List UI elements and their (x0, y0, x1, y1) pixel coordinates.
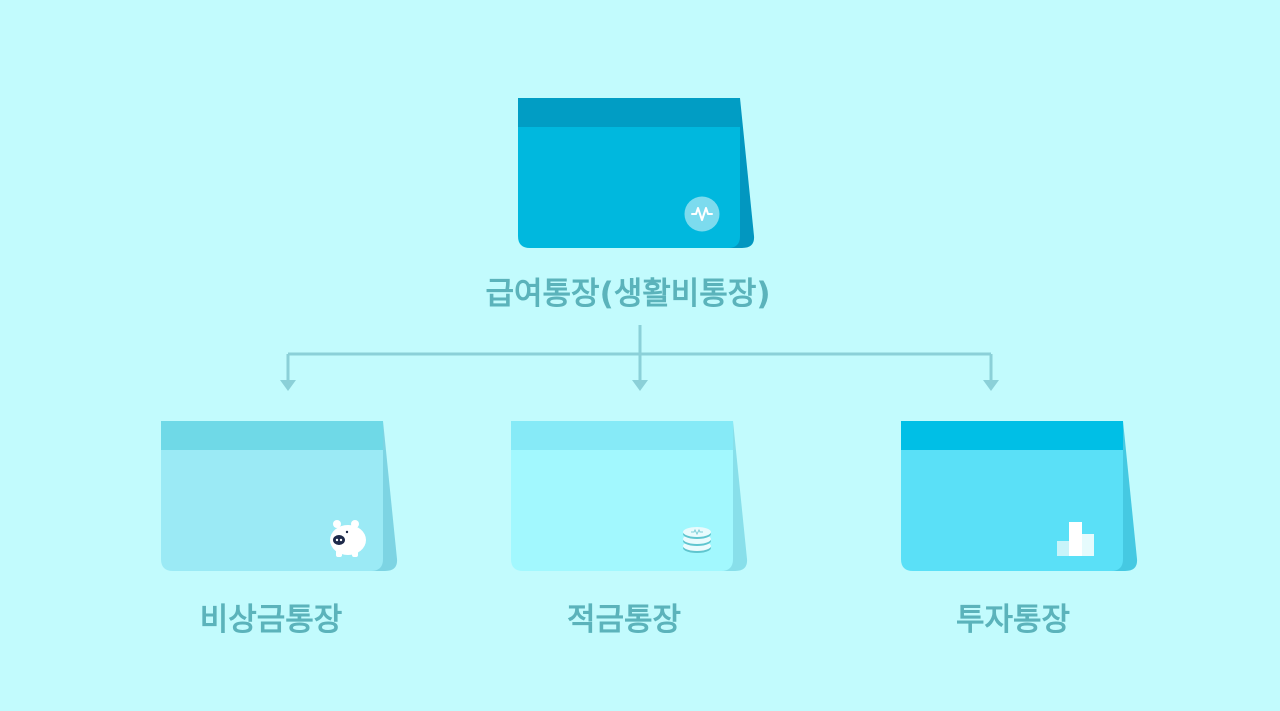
wallet-body (161, 421, 383, 571)
wallet-savings (511, 421, 748, 571)
piggy-bank-icon (330, 520, 366, 557)
wallet-emergency (161, 421, 398, 571)
connectors (286, 325, 993, 382)
wallet-top-band (901, 421, 1123, 450)
wallet-body (511, 421, 733, 571)
connector-arrows (280, 380, 999, 391)
wallet-body (901, 421, 1123, 571)
wallet-top-band (511, 421, 733, 450)
arrow-down-icon (632, 380, 648, 391)
arrow-down-icon (983, 380, 999, 391)
investment-account-label: 투자통장 (955, 602, 1071, 638)
wallet-root (518, 98, 755, 248)
wallet-top-band (518, 98, 740, 127)
arrow-down-icon (280, 380, 296, 391)
bar-chart-icon (1057, 522, 1094, 556)
emergency-account-label: 비상금통장 (199, 602, 343, 638)
root-account-label: 급여통장(생활비통장) (485, 276, 771, 312)
wallet-top-band (161, 421, 383, 450)
coin-stack-icon (683, 527, 711, 553)
wallet-body (518, 98, 740, 248)
won-coin-icon (684, 196, 720, 232)
wallet-investment (901, 421, 1138, 571)
savings-account-label: 적금통장 (566, 602, 682, 638)
